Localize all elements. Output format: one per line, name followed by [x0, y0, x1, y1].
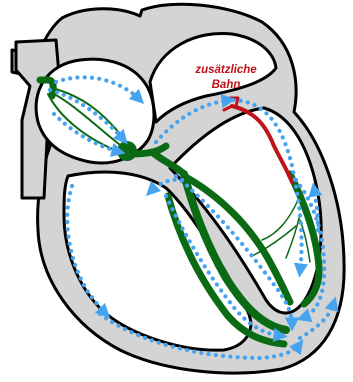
annotation-line-2: Bahn [212, 79, 241, 91]
annotation-line-1: zusätzliche [194, 64, 257, 76]
